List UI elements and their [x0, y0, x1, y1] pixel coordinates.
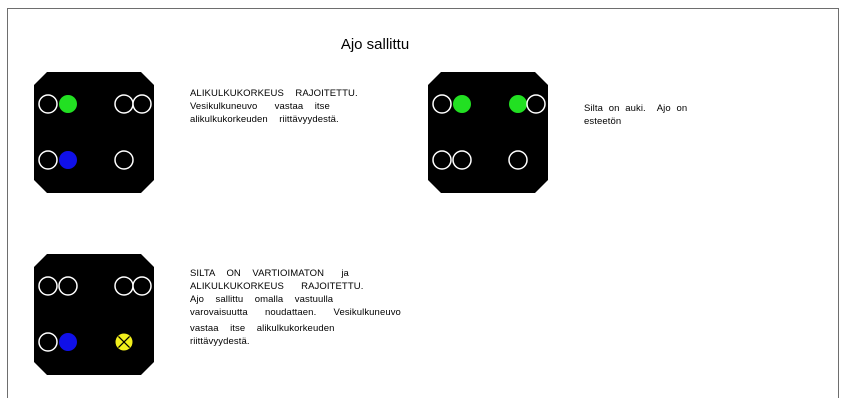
lamp-off	[114, 276, 134, 296]
caption-line: Vesikulkuneuvo vastaa itse	[190, 101, 330, 112]
lamp-off	[132, 276, 152, 296]
lamp-green	[453, 95, 471, 113]
caption-underpass-limited: ALIKULKUKORKEUS RAJOITETTU. Vesikulkuneu…	[190, 87, 358, 126]
lamp-green	[59, 95, 77, 113]
caption-line: ALIKULKUKORKEUS RAJOITETTU.	[190, 281, 364, 292]
signal-panel-bridge-open	[428, 72, 548, 193]
caption-line: Silta on auki. Ajo on	[584, 103, 688, 114]
lamp-off	[58, 276, 78, 296]
lamp-off	[526, 94, 546, 114]
caption-line: Ajo sallittu omalla vastuulla	[190, 294, 334, 305]
lamp-off	[432, 94, 452, 114]
lamp-off	[452, 150, 472, 170]
caption-line: esteetön	[584, 116, 622, 127]
signal-panel-background	[34, 254, 154, 375]
lamp-off	[38, 94, 58, 114]
lamp-off	[38, 276, 58, 296]
frame-right-border	[838, 8, 839, 398]
caption-line: vastaa itse alikulkukorkeuden	[190, 323, 335, 334]
frame-top-border	[7, 8, 839, 9]
lamp-off	[508, 150, 528, 170]
caption-line: alikulkukorkeuden riittävyydestä.	[190, 114, 339, 125]
signal-panel-unguarded-bridge	[34, 254, 154, 375]
lamp-off	[38, 332, 58, 352]
frame-left-border	[7, 8, 8, 398]
lamp-off	[114, 150, 134, 170]
signal-panel-svg	[34, 254, 154, 375]
caption-line: SILTA ON VARTIOIMATON ja	[190, 268, 349, 279]
lamp-off	[432, 150, 452, 170]
caption-bridge-open: Silta on auki. Ajo on esteetön	[584, 102, 687, 128]
page-title: Ajo sallittu	[340, 36, 410, 53]
caption-line: riittävyydestä.	[190, 336, 250, 347]
lamp-off	[114, 94, 134, 114]
lamp-blue	[59, 151, 77, 169]
caption-unguarded-bridge: SILTA ON VARTIOIMATON ja ALIKULKUKORKEUS…	[190, 267, 401, 348]
signal-panel-background	[34, 72, 154, 193]
signal-panel-svg	[34, 72, 154, 193]
lamp-green	[509, 95, 527, 113]
signal-panel-background	[428, 72, 548, 193]
lamp-off	[38, 150, 58, 170]
lamp-blue	[59, 333, 77, 351]
signal-panel-svg	[428, 72, 548, 193]
lamp-cross-stroke	[117, 335, 131, 349]
lamp-off	[132, 94, 152, 114]
signal-panel-underpass-limited	[34, 72, 154, 193]
caption-line: varovaisuutta noudattaen. Vesikulkuneuvo	[190, 307, 401, 318]
caption-line: ALIKULKUKORKEUS RAJOITETTU.	[190, 88, 358, 99]
